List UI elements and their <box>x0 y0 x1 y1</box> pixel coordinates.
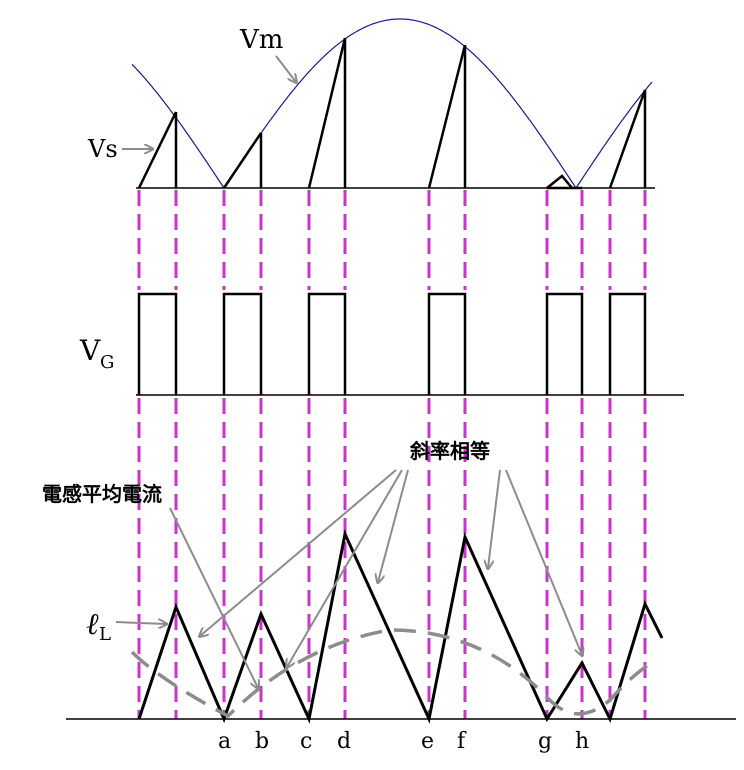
vm-vs-panel: Vm Vs <box>87 18 655 190</box>
vg-pulse-1 <box>222 292 263 395</box>
vm-rectified-sine-curve <box>131 18 653 190</box>
vs-ramp-3 <box>427 44 467 189</box>
vg-panel: V G <box>79 292 684 396</box>
vg-pulse-0 <box>137 292 178 395</box>
vs-ramp-2 <box>307 37 347 189</box>
point-label-h: h <box>575 729 589 754</box>
equal-slope-arrow-1 <box>200 469 397 636</box>
inductor-current-panel: ℓ L 電感平均電流 斜率相等 a b c d e f g h <box>42 439 736 754</box>
vs-ramp-1 <box>222 132 263 189</box>
vg-pulse-2 <box>307 292 347 395</box>
point-label-b: b <box>255 729 269 754</box>
average-current-label: 電感平均電流 <box>42 482 162 506</box>
average-current-arrow <box>169 507 258 688</box>
equal-slope-arrow-3 <box>378 469 409 582</box>
point-label-a: a <box>218 729 231 754</box>
vs-label: Vs <box>87 135 118 163</box>
inductor-current-triangle-wave <box>137 529 664 724</box>
equal-slope-arrow-4 <box>488 469 501 568</box>
vs-sawtooth-ramps <box>137 37 647 190</box>
il-label: ℓ <box>86 607 99 642</box>
point-label-d: d <box>337 729 351 754</box>
vg-pulse-5 <box>608 292 647 395</box>
vs-ramp-0 <box>137 111 178 189</box>
vm-label: Vm <box>239 25 283 55</box>
vs-small-bump <box>546 174 573 189</box>
il-arrow <box>115 622 166 624</box>
vs-ramp-5 <box>608 89 647 189</box>
point-label-c: c <box>300 729 312 754</box>
vg-label: V <box>79 334 101 367</box>
equal-slope-arrow-5 <box>505 469 582 655</box>
il-label-subscript: L <box>99 624 111 645</box>
equal-slope-arrow-2 <box>287 469 403 667</box>
average-current-dashed-curve <box>130 628 657 719</box>
equal-slope-label: 斜率相等 <box>409 439 490 463</box>
vm-arrow <box>275 55 296 82</box>
point-label-g: g <box>538 729 552 754</box>
vg-gate-pulses <box>137 292 647 395</box>
vg-pulse-3 <box>427 292 467 395</box>
point-label-f: f <box>457 729 467 754</box>
vg-label-subscript: G <box>100 352 114 373</box>
vg-pulse-4 <box>545 292 584 395</box>
point-label-e: e <box>421 729 434 754</box>
